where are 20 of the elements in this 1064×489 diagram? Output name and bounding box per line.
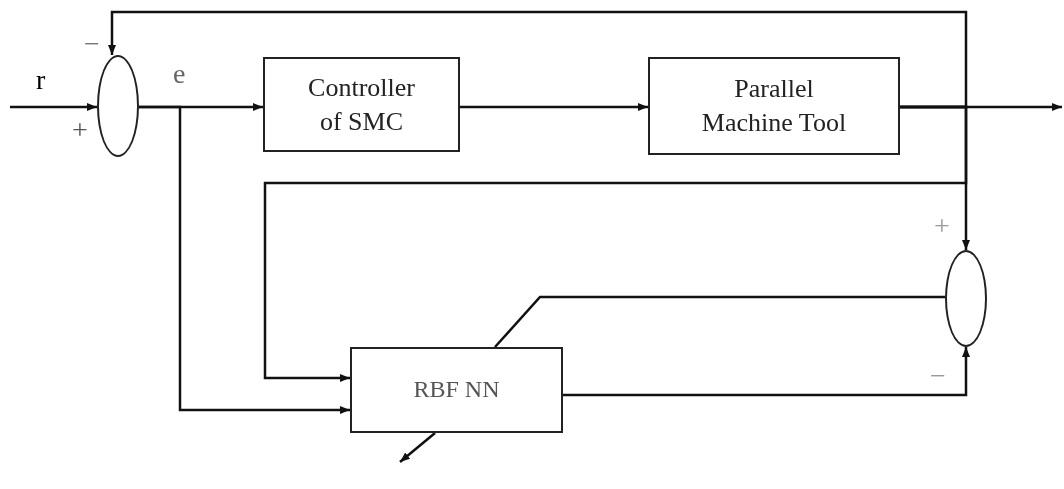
signal-label: r — [36, 66, 46, 94]
signal-label: − — [930, 362, 946, 390]
signal-label: − — [84, 30, 100, 58]
process-box — [263, 57, 460, 152]
box-label: RBF NN — [412, 375, 501, 405]
arrow — [563, 347, 970, 397]
connector-line — [494, 295, 945, 348]
arrow — [263, 105, 968, 382]
process-box — [350, 347, 563, 433]
arrow — [460, 103, 648, 111]
signal-label: + — [934, 212, 950, 240]
arrow — [108, 10, 968, 109]
signal-label: + — [72, 116, 88, 144]
box-label: Parallel Machine Tool — [700, 73, 848, 139]
process-box — [648, 57, 900, 155]
arrow — [10, 103, 97, 111]
box-label: Controller of SMC — [307, 71, 416, 138]
signal-label: e — [173, 60, 186, 88]
arrow — [139, 105, 350, 414]
arrow — [399, 432, 436, 463]
